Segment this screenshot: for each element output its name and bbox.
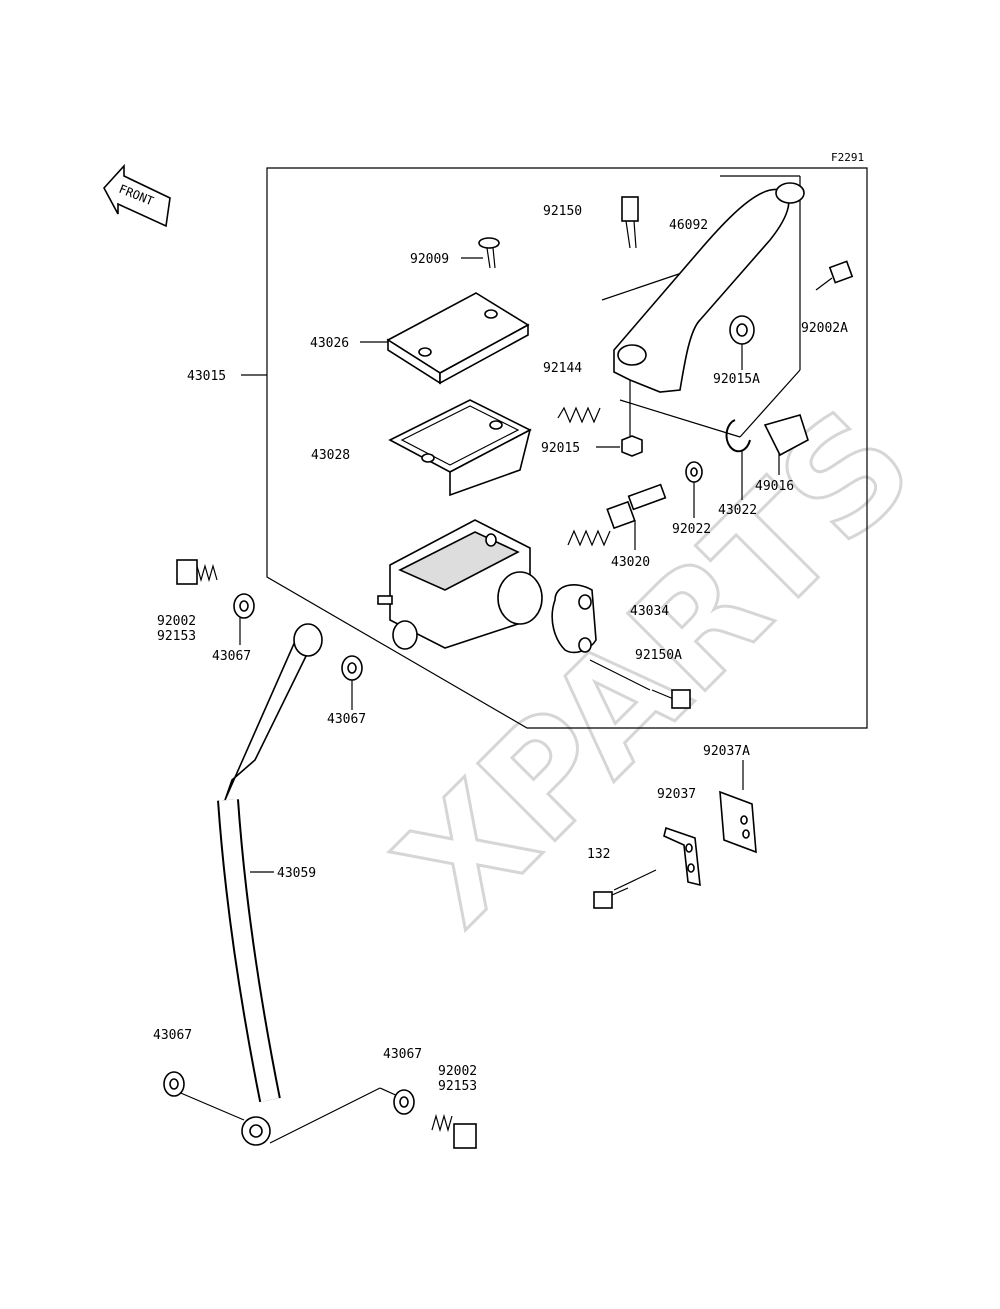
piston-washer <box>685 461 703 483</box>
part-label: 43034 <box>630 604 669 619</box>
lever-spring <box>557 406 601 424</box>
pivot-nut <box>621 435 643 457</box>
part-label: 49016 <box>755 479 794 494</box>
brake-lever <box>613 182 805 393</box>
handlebar-clamp <box>551 584 597 654</box>
diaphragm <box>388 399 532 497</box>
part-labels: 92150 46092 92009 92002A 43026 43015 920… <box>153 204 848 1094</box>
banjo-bolt-lower <box>431 1113 477 1149</box>
part-label: 43020 <box>611 555 650 570</box>
part-label: 43067 <box>212 649 251 664</box>
pivot-bolt <box>815 260 854 291</box>
lever-nut <box>729 315 755 345</box>
bracket-bolt <box>593 887 629 909</box>
part-label: 92002 <box>157 614 196 629</box>
circlip <box>725 419 751 453</box>
part-label: 92015 <box>541 441 580 456</box>
assembly-outline <box>266 167 868 729</box>
part-label: 43059 <box>277 866 316 881</box>
part-label: 46092 <box>669 218 708 233</box>
part-label: 92009 <box>410 252 449 267</box>
part-label: 43067 <box>383 1047 422 1062</box>
part-label: 92022 <box>672 522 711 537</box>
banjo-bolt-upper <box>176 559 218 585</box>
part-label: 43015 <box>187 369 226 384</box>
part-label: 43067 <box>327 712 366 727</box>
piston-kit <box>567 483 667 547</box>
master-cylinder-body <box>377 519 543 650</box>
dust-boot <box>763 414 809 457</box>
brake-hose <box>217 623 323 1146</box>
part-label: 92150 <box>543 204 582 219</box>
clamp-bolt <box>651 689 691 709</box>
part-label: 92153 <box>438 1079 477 1094</box>
hose-bracket <box>663 826 701 887</box>
part-label: 92002A <box>801 321 848 336</box>
front-arrow-icon: FRONT <box>103 163 171 228</box>
part-label: 92150A <box>635 648 682 663</box>
part-label: 43022 <box>718 503 757 518</box>
part-label: 92037A <box>703 744 750 759</box>
reservoir-cap <box>386 292 530 385</box>
gasket-washer-2 <box>341 655 363 681</box>
part-label: 43067 <box>153 1028 192 1043</box>
part-label: 92037 <box>657 787 696 802</box>
lever-bolt <box>621 196 639 249</box>
cap-screw <box>478 237 500 269</box>
part-label: 43026 <box>310 336 349 351</box>
part-label: 92144 <box>543 361 582 376</box>
gasket-washer-1 <box>233 593 255 619</box>
gasket-washer-4 <box>393 1089 415 1115</box>
part-label: 92015A <box>713 372 760 387</box>
part-label: 132 <box>587 847 610 862</box>
part-label: 92153 <box>157 629 196 644</box>
figure-code: F2291 <box>831 151 864 164</box>
gasket-washer-3 <box>163 1071 185 1097</box>
hose-clamp <box>719 790 757 854</box>
part-label: 92002 <box>438 1064 477 1079</box>
part-label: 43028 <box>311 448 350 463</box>
